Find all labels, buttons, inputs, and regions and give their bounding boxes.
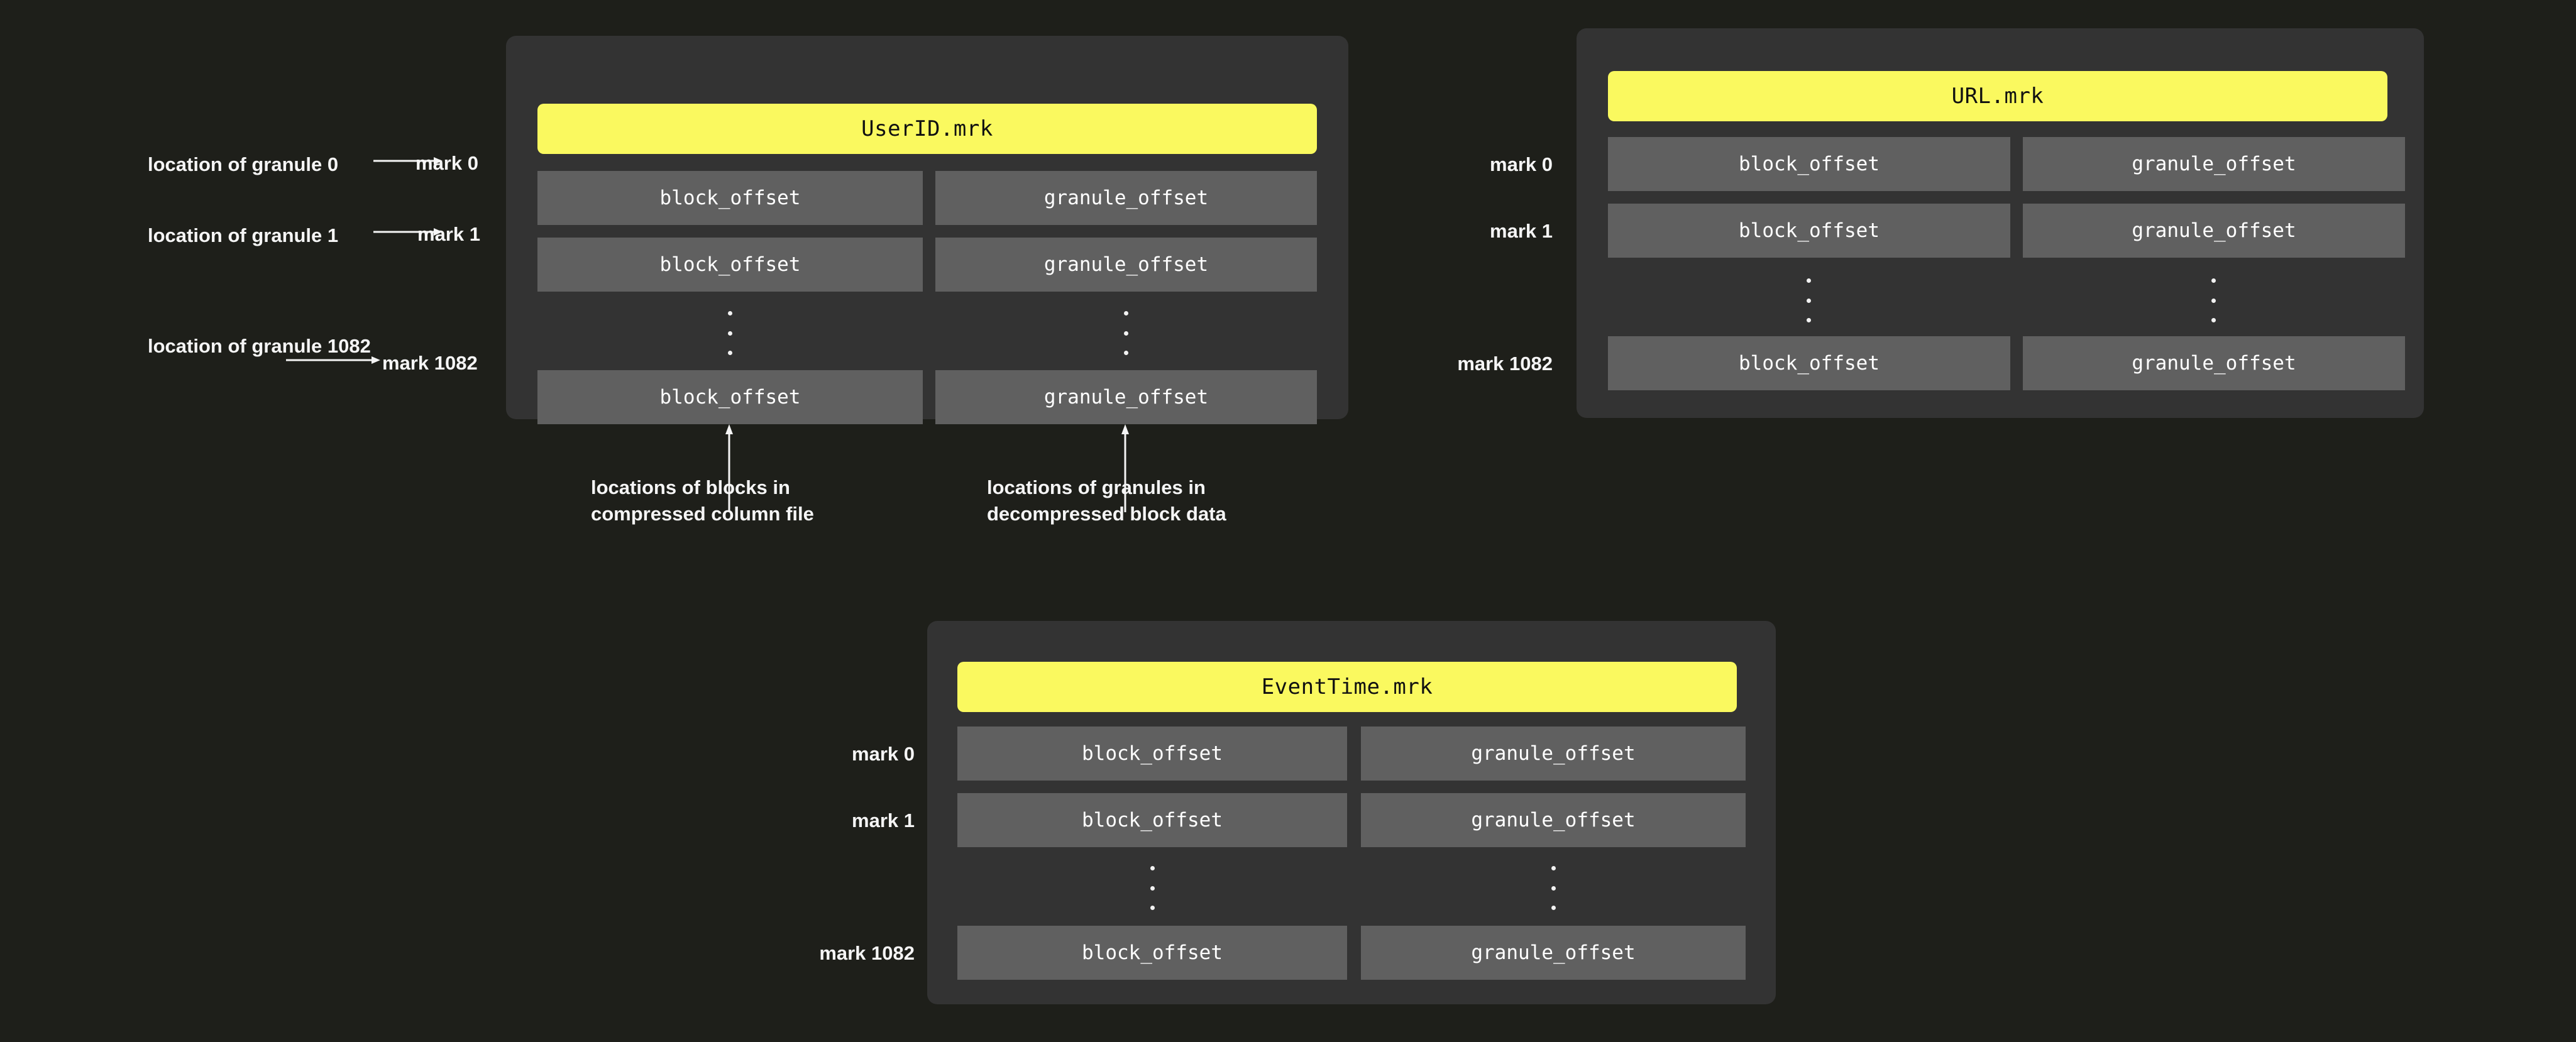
mark-label-url-0: mark 0	[1490, 153, 1553, 175]
ellipsis-icon	[728, 311, 732, 355]
panel-url: URL.mrk block_offset granule_offset bloc…	[1577, 28, 2424, 418]
panel-title-url: URL.mrk	[1608, 71, 2387, 121]
cell-block-offset: block_offset	[537, 370, 923, 424]
cell-granule-offset: granule_offset	[2023, 204, 2405, 258]
cell-block-offset: block_offset	[1608, 336, 2010, 390]
granule-mapping-target-2: mark 1082	[382, 352, 478, 374]
cell-block-offset: block_offset	[957, 926, 1347, 980]
mark-label-eventtime-2: mark 1082	[819, 942, 915, 964]
cell-granule-offset: granule_offset	[1361, 926, 1746, 980]
panel-eventtime: EventTime.mrk block_offset granule_offse…	[927, 621, 1776, 1004]
granule-mapping-source-2: location of granule 1082	[148, 335, 371, 357]
cell-granule-offset: granule_offset	[1361, 793, 1746, 847]
granule-mapping-target-0: mark 0	[416, 152, 478, 174]
panel-title-eventtime: EventTime.mrk	[957, 662, 1737, 712]
granule-mapping-target-1: mark 1	[417, 223, 480, 245]
cell-granule-offset: granule_offset	[1361, 727, 1746, 781]
cell-granule-offset: granule_offset	[935, 238, 1317, 292]
mapping-arrow-1	[373, 228, 443, 236]
granule-offset-annotation: locations of granules in decompressed bl…	[987, 476, 1226, 525]
cell-block-offset: block_offset	[957, 727, 1347, 781]
panel-title-userid: UserID.mrk	[537, 104, 1317, 154]
ellipsis-icon	[2211, 278, 2216, 322]
ellipsis-icon	[1124, 311, 1128, 355]
cell-block-offset: block_offset	[1608, 137, 2010, 191]
panel-userid: UserID.mrk block_offset granule_offset b…	[506, 36, 1348, 424]
granule-offset-annotation-arrow	[1121, 424, 1129, 512]
cell-granule-offset: granule_offset	[2023, 137, 2405, 191]
cell-granule-offset: granule_offset	[935, 171, 1317, 225]
mapping-arrow-2	[286, 356, 380, 364]
ellipsis-icon	[1807, 278, 1811, 322]
mark-label-eventtime-0: mark 0	[852, 743, 915, 765]
cell-block-offset: block_offset	[537, 238, 923, 292]
ellipsis-icon	[1551, 866, 1556, 910]
cell-granule-offset: granule_offset	[2023, 336, 2405, 390]
mapping-arrow-0	[373, 157, 443, 165]
mark-label-url-2: mark 1082	[1457, 353, 1553, 375]
granule-mapping-source-1: location of granule 1	[148, 224, 339, 246]
block-offset-annotation: locations of blocks in compressed column…	[591, 476, 814, 525]
mark-label-url-1: mark 1	[1490, 220, 1553, 242]
cell-block-offset: block_offset	[957, 793, 1347, 847]
cell-block-offset: block_offset	[537, 171, 923, 225]
cell-granule-offset: granule_offset	[935, 370, 1317, 424]
block-offset-annotation-arrow	[725, 424, 733, 512]
granule-mapping-source-0: location of granule 0	[148, 153, 339, 175]
mark-label-eventtime-1: mark 1	[852, 809, 915, 831]
ellipsis-icon	[1150, 866, 1155, 910]
cell-block-offset: block_offset	[1608, 204, 2010, 258]
